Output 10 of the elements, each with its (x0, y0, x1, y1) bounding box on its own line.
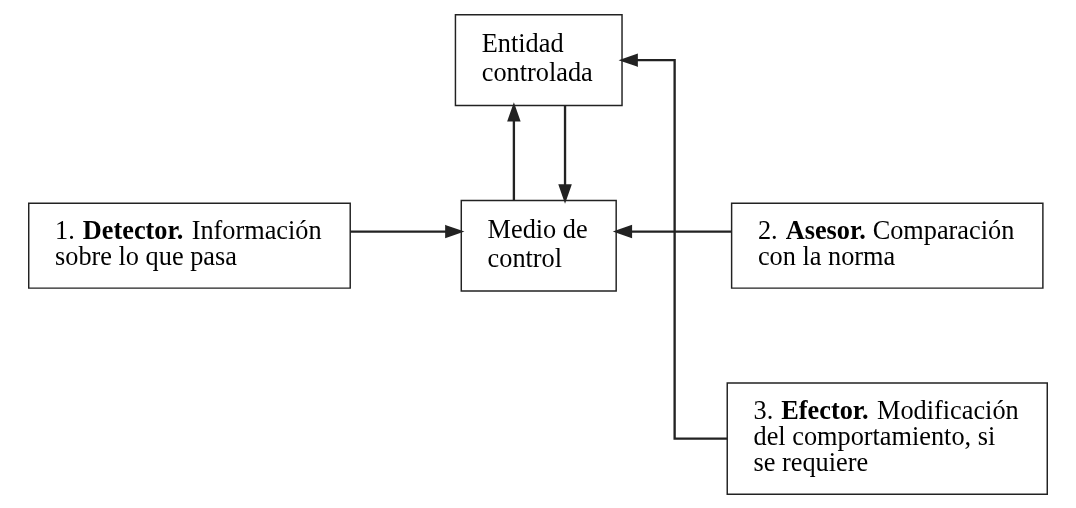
node-box: 3. Efector. Modificación del comportamiento, si se requiere (726, 381, 1048, 495)
arrow (612, 224, 732, 238)
node-box: Medio de control (460, 199, 617, 292)
node-box: 1. Detector. Información sobre lo que pasa (28, 202, 351, 289)
node-box: 2. Asesor. Comparación con la norma (730, 202, 1044, 289)
arrow (507, 101, 521, 200)
arrow (350, 224, 465, 238)
node-box: Entidad controlada (454, 13, 623, 106)
arrow (618, 52, 728, 440)
arrow (558, 105, 572, 204)
